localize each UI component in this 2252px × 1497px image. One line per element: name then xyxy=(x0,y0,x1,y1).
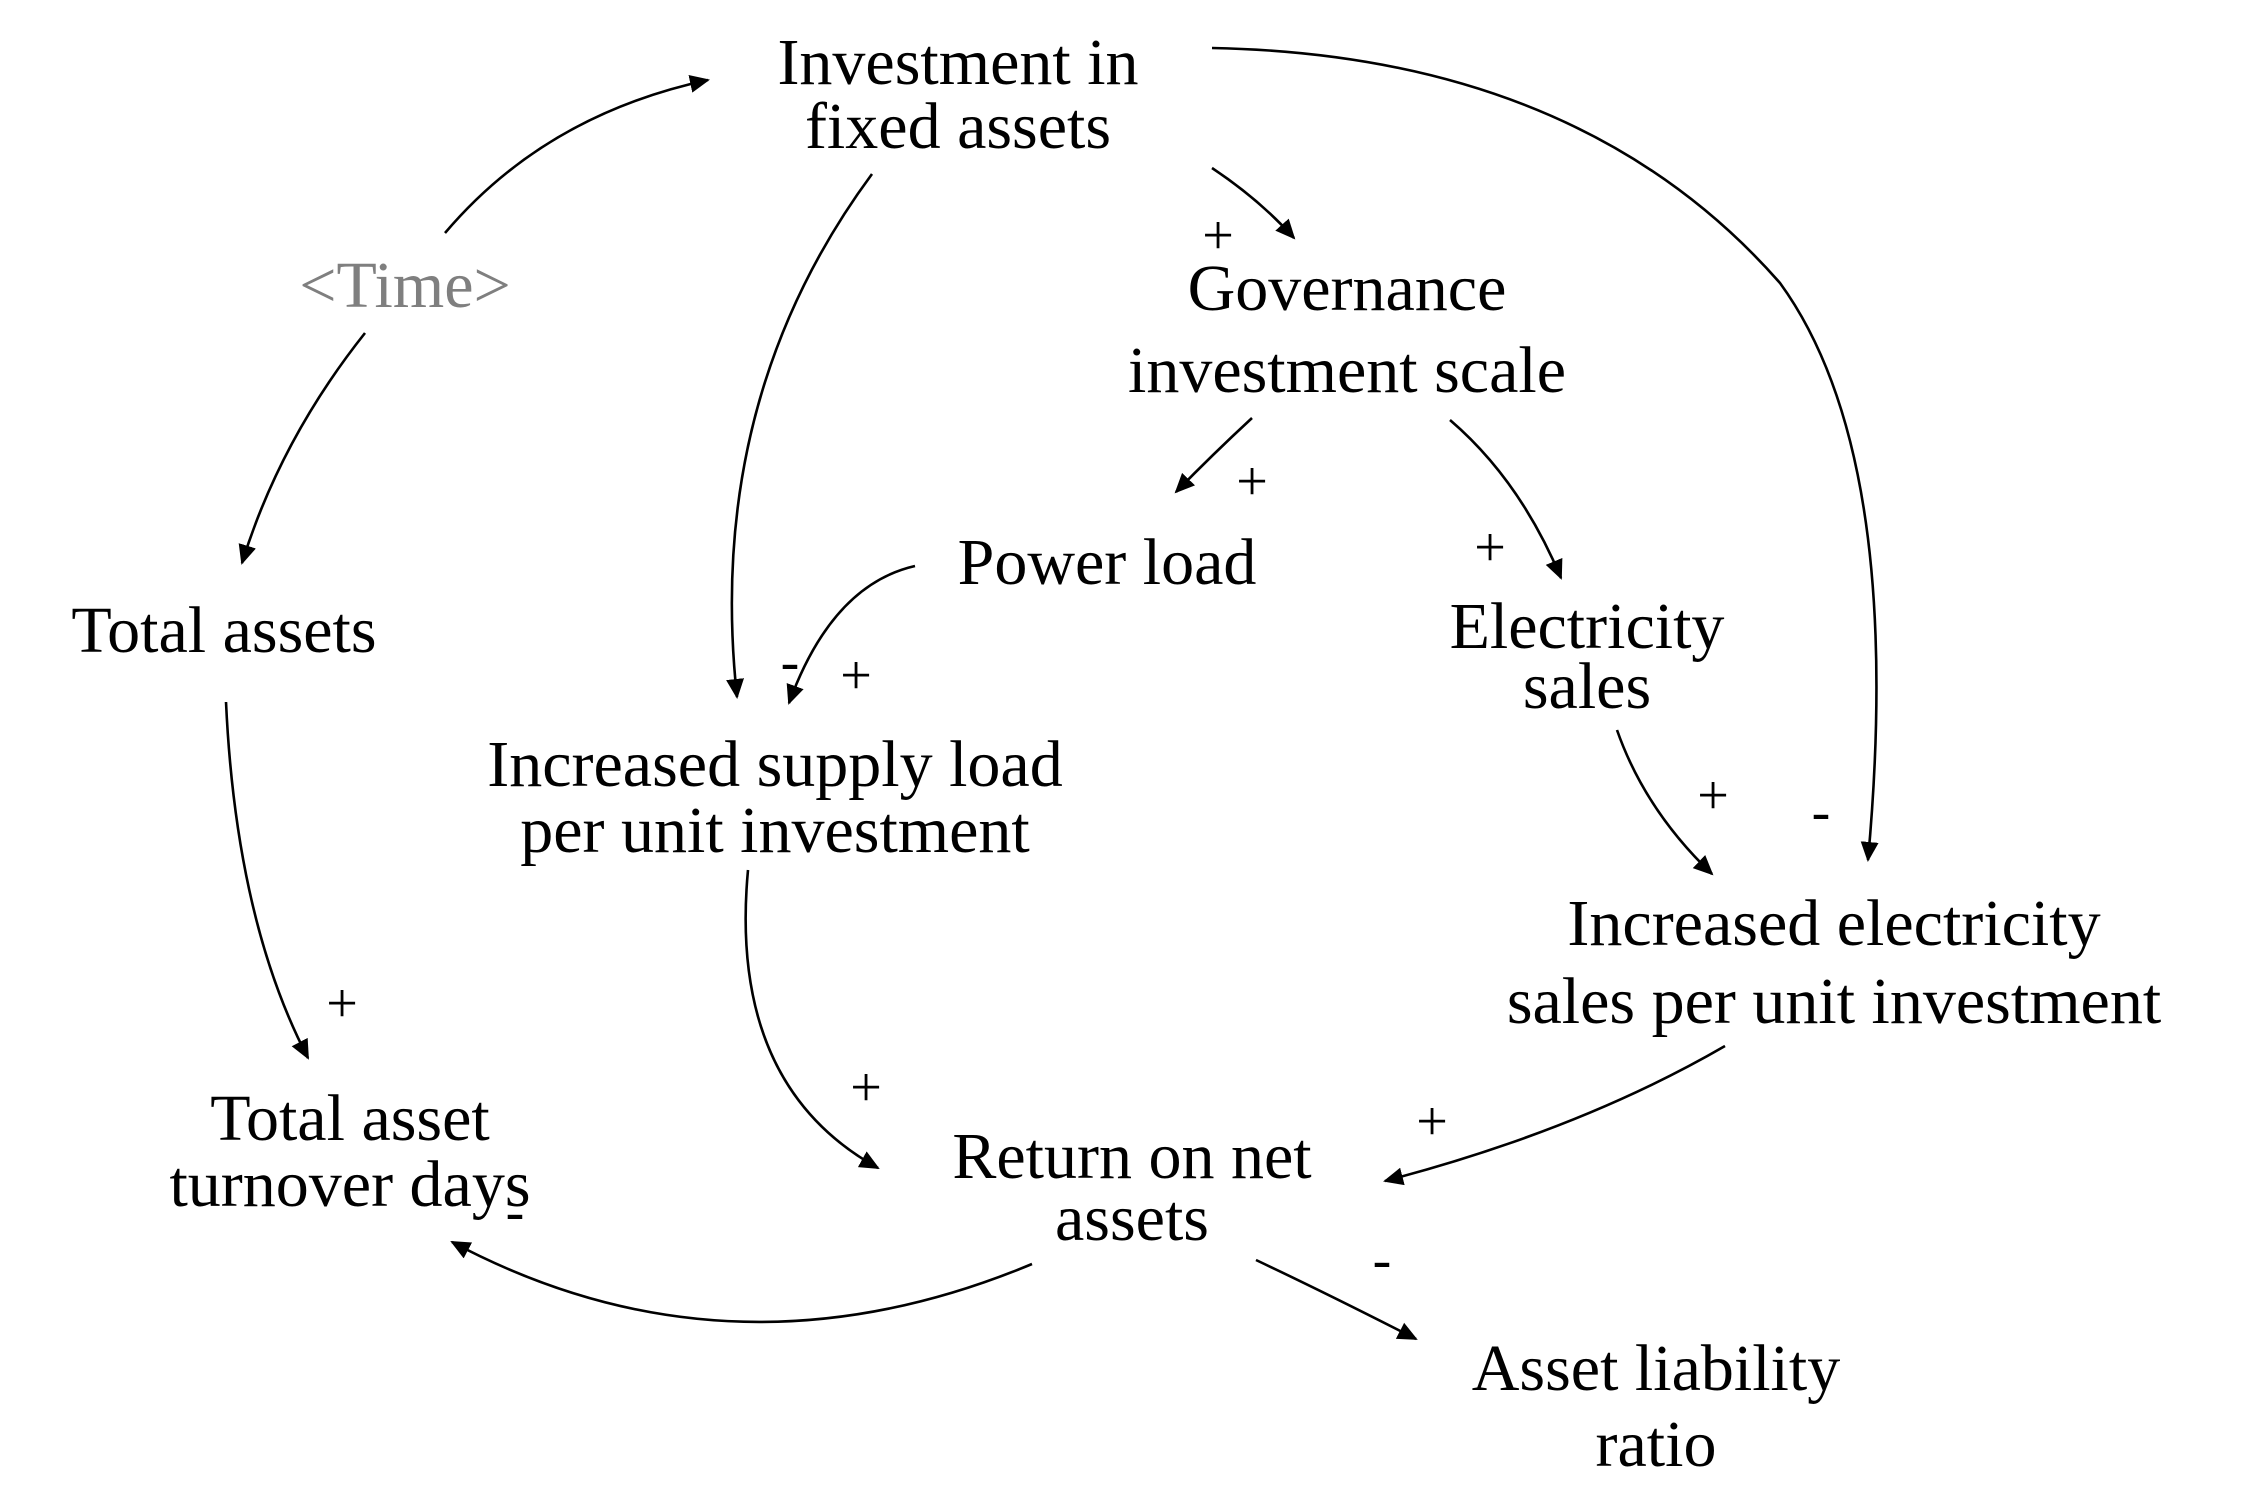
node-increased-supply-load-per-unit-investment: Increased supply load per unit investmen… xyxy=(487,728,1062,867)
link-electricity-per-unit-to-return xyxy=(1383,1044,1726,1186)
node-label-line: turnover days xyxy=(169,1148,530,1221)
node-label-line: Asset liability xyxy=(1472,1332,1840,1405)
node-label-line: Electricity xyxy=(1450,590,1725,663)
node-total-asset-turnover-days: Total asset turnover days xyxy=(169,1082,530,1221)
link-electricity-sales-to-per-unit xyxy=(1615,729,1714,876)
node-label-line: Increased supply load xyxy=(487,728,1062,801)
node-time-shadow: <Time> xyxy=(299,249,510,322)
node-label-line: Return on net xyxy=(952,1120,1311,1193)
node-label-line: Power load xyxy=(958,526,1257,599)
node-label-line: Total asset xyxy=(210,1082,489,1155)
node-asset-liability-ratio: Asset liability ratio xyxy=(1472,1332,1840,1481)
polarity-investment-to-supply-load: - xyxy=(781,631,800,693)
polarity-total-assets-to-turnover: + xyxy=(326,973,358,1035)
link-time-to-total-assets xyxy=(238,332,367,565)
link-time-to-investment xyxy=(444,74,710,234)
node-label-line: ratio xyxy=(1596,1408,1717,1481)
link-governance-to-power-load xyxy=(1174,417,1253,494)
polarity-investment-to-electricity-per-unit: - xyxy=(1812,781,1831,843)
node-label-line: <Time> xyxy=(299,249,510,322)
node-label-line: Total assets xyxy=(71,594,376,667)
node-label-line: assets xyxy=(1055,1182,1209,1255)
link-supply-load-to-return xyxy=(744,869,880,1170)
node-label-line: sales xyxy=(1523,650,1651,723)
link-return-to-liability xyxy=(1255,1258,1418,1341)
link-power-load-to-supply-load xyxy=(786,564,916,705)
polarity-return-to-liability: - xyxy=(1373,1229,1392,1291)
node-governance-investment-scale: Governance investment scale xyxy=(1128,252,1566,407)
node-label-line: Governance xyxy=(1188,252,1507,325)
node-increased-electricity-sales-per-unit-investment: Increased electricity sales per unit inv… xyxy=(1507,887,2161,1038)
node-label-line: per unit investment xyxy=(520,794,1030,867)
node-label-line: Increased electricity xyxy=(1567,887,2100,960)
polarity-electricity-sales-to-per-unit: + xyxy=(1697,765,1729,827)
link-investment-to-governance xyxy=(1211,166,1296,240)
link-investment-to-electricity-per-unit xyxy=(1211,46,1879,862)
link-investment-to-supply-load xyxy=(726,173,874,699)
node-return-on-net-assets: Return on net assets xyxy=(952,1120,1311,1255)
node-power-load: Power load xyxy=(958,526,1257,599)
polarity-power-load-to-supply-load: + xyxy=(840,645,872,707)
polarity-governance-to-power-load: + xyxy=(1236,451,1268,513)
polarity-electricity-per-unit-to-return: + xyxy=(1416,1091,1448,1153)
node-total-assets: Total assets xyxy=(71,594,376,667)
node-label-line: investment scale xyxy=(1128,334,1566,407)
node-label-line: fixed assets xyxy=(805,90,1111,163)
link-governance-to-electricity-sales xyxy=(1449,419,1563,580)
link-return-to-turnover xyxy=(450,1240,1033,1324)
polarity-return-to-turnover: - xyxy=(506,1181,525,1243)
node-investment-in-fixed-assets: Investment in fixed assets xyxy=(777,26,1138,163)
polarity-supply-load-to-return: + xyxy=(850,1057,882,1119)
node-electricity-sales: Electricity sales xyxy=(1450,590,1725,723)
node-label-line: Investment in xyxy=(777,26,1138,99)
link-total-assets-to-turnover xyxy=(224,701,310,1060)
polarity-governance-to-electricity-sales: + xyxy=(1474,517,1506,579)
polarity-investment-to-governance: + xyxy=(1202,205,1234,267)
node-label-line: sales per unit investment xyxy=(1507,965,2161,1038)
